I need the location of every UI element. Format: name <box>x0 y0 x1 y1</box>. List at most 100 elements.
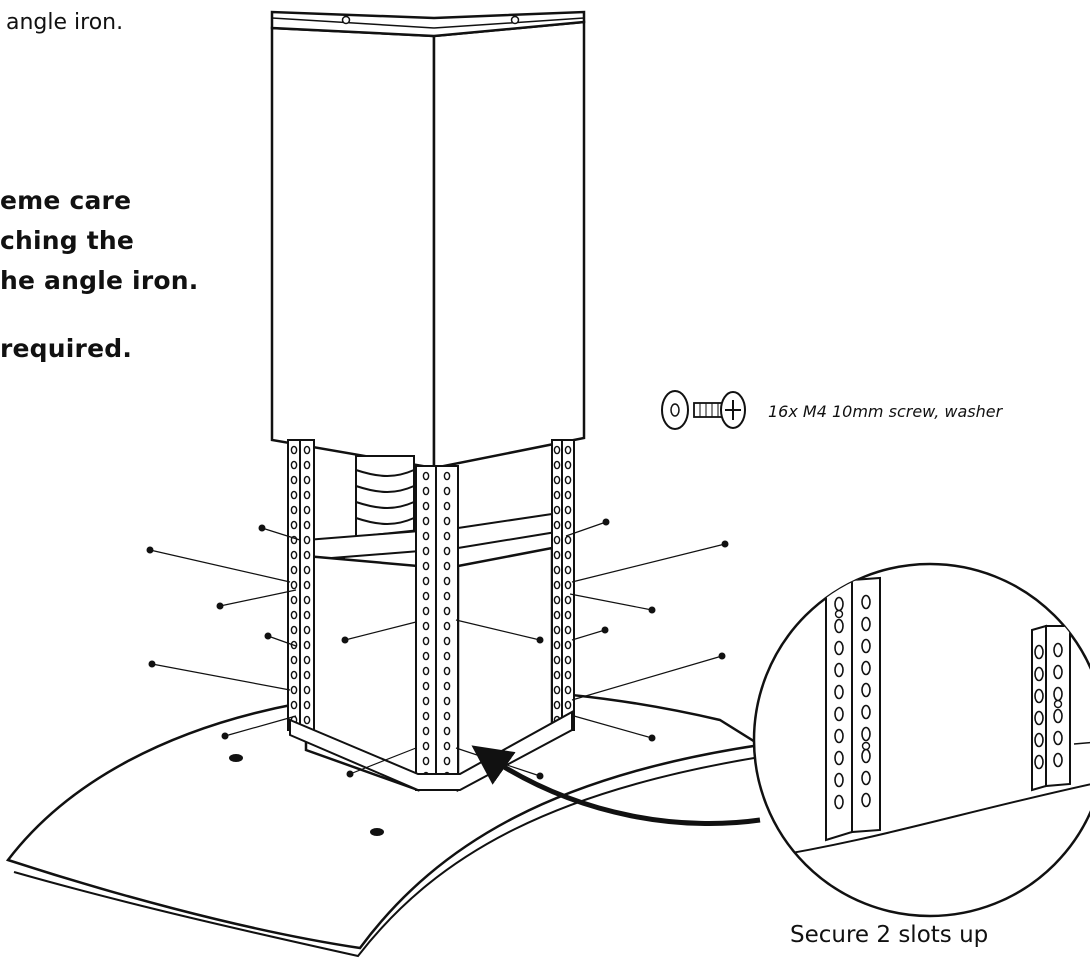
instruction-line-intro: angle iron. <box>6 10 124 35</box>
angle-iron-slot <box>564 475 572 485</box>
angle-iron-slot <box>303 490 311 500</box>
zoom-slot <box>1034 732 1044 748</box>
zoom-slot <box>1034 666 1044 682</box>
angle-iron-slot <box>564 685 572 695</box>
angle-iron-slot <box>443 726 451 736</box>
angle-iron-slot <box>553 640 561 650</box>
screw-guide-line <box>151 663 291 691</box>
angle-iron-slot <box>303 550 311 560</box>
glass-canopy <box>5 687 764 950</box>
angle-iron-slot <box>422 696 430 706</box>
angle-iron-slot <box>422 546 430 556</box>
screw-guide-line <box>344 621 417 641</box>
angle-iron-slot <box>553 700 561 710</box>
angle-iron-slot <box>564 460 572 470</box>
angle-iron-slot <box>443 576 451 586</box>
mounting-screw <box>346 770 354 778</box>
angle-iron-slot <box>303 460 311 470</box>
angle-iron-slot <box>564 445 572 455</box>
angle-iron-slot <box>443 756 451 766</box>
screw-guide-line <box>219 589 297 607</box>
screw-guide-line <box>261 527 301 541</box>
angle-iron-slot <box>303 475 311 485</box>
angle-iron-slot <box>290 490 298 500</box>
zoom-slot <box>1034 688 1044 704</box>
zoom-slot <box>834 750 844 766</box>
zoom-slot <box>1053 642 1063 658</box>
angle-iron-slot <box>443 486 451 496</box>
angle-iron-slot <box>422 621 430 631</box>
mounting-screw <box>258 524 266 532</box>
angle-iron-slot <box>422 636 430 646</box>
angle-iron-slot <box>422 606 430 616</box>
zoom-slot <box>1034 710 1044 726</box>
angle-iron-slot <box>303 520 311 530</box>
angle-iron-slot <box>553 505 561 515</box>
zoom-slot <box>834 596 844 612</box>
angle-iron-slot <box>422 741 430 751</box>
angle-iron-slot <box>422 501 430 511</box>
angle-iron-slot <box>290 445 298 455</box>
screw-guide-line <box>571 543 726 583</box>
angle-iron-slot <box>303 535 311 545</box>
screw-guide-line <box>349 747 417 775</box>
zoom-slot <box>834 662 844 678</box>
angle-iron-slot <box>553 580 561 590</box>
angle-iron-slot <box>290 505 298 515</box>
angle-iron-slot <box>564 565 572 575</box>
zoom-slot <box>1053 664 1063 680</box>
mounting-screw <box>718 652 726 660</box>
angle-iron-slot <box>422 651 430 661</box>
mounting-screw <box>721 540 729 548</box>
zoom-slot <box>1053 686 1063 702</box>
angle-iron-slot <box>422 531 430 541</box>
screw-guide-line <box>455 619 541 641</box>
mounting-screw <box>536 772 544 780</box>
angle-iron-slot <box>422 591 430 601</box>
angle-iron-slot <box>553 595 561 605</box>
mounting-screw <box>648 606 656 614</box>
zoom-slot-screw <box>834 609 844 619</box>
angle-iron-slot <box>553 475 561 485</box>
detail-caption: Secure 2 slots up <box>790 922 989 948</box>
mounting-screw <box>648 734 656 742</box>
zoom-slot <box>861 792 871 808</box>
angle-iron-slot <box>290 475 298 485</box>
mounting-screw <box>264 632 272 640</box>
angle-iron-slot <box>443 681 451 691</box>
mounting-screw <box>341 636 349 644</box>
angle-iron-slot <box>290 685 298 695</box>
screw-guide-line <box>149 549 291 583</box>
angle-iron-slot <box>290 520 298 530</box>
angle-iron-slot <box>443 666 451 676</box>
screw-guide-line <box>573 715 653 739</box>
screw-icon <box>693 391 746 429</box>
zoom-slot <box>861 682 871 698</box>
mounting-screw <box>216 602 224 610</box>
angle-iron-slot <box>303 670 311 680</box>
angle-iron-slot <box>443 711 451 721</box>
angle-iron-slot <box>553 550 561 560</box>
mounting-screw <box>536 636 544 644</box>
angle-iron-slot <box>303 655 311 665</box>
angle-iron-slot <box>564 520 572 530</box>
angle-iron-slot <box>564 490 572 500</box>
caution-line-2: ching the <box>0 226 135 255</box>
angle-iron-slot <box>422 711 430 721</box>
housing-screw <box>341 15 351 25</box>
angle-iron-slot <box>422 486 430 496</box>
angle-iron-slot <box>443 561 451 571</box>
angle-iron-slot <box>290 565 298 575</box>
screw-guide-line <box>267 635 297 647</box>
angle-iron-slot <box>290 460 298 470</box>
angle-iron-slot <box>303 685 311 695</box>
canopy-hole <box>370 828 384 836</box>
housing-screw <box>510 15 520 25</box>
angle-iron-slot <box>443 696 451 706</box>
caution-line-3: he angle iron. <box>0 266 199 295</box>
angle-iron-slot <box>553 670 561 680</box>
angle-iron-slot <box>422 561 430 571</box>
angle-iron-slot <box>553 655 561 665</box>
motor-housing <box>270 10 586 470</box>
